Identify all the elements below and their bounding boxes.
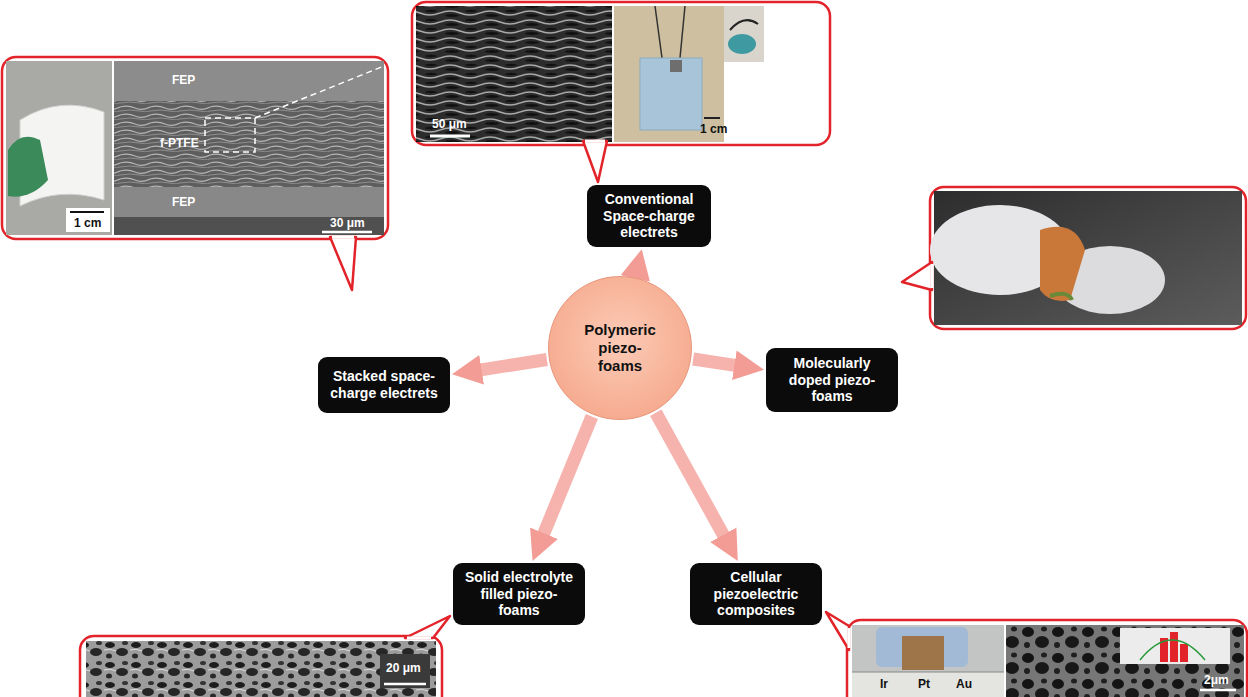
callout-right (902, 187, 1246, 329)
image-label: Au (956, 678, 972, 691)
image-label: FEP (172, 74, 195, 87)
node-label: Solid electrolyte filled piezo-foams (461, 569, 577, 619)
category-box: Molecularly doped piezo-foams (766, 348, 898, 412)
hub-circle: Polymeric piezo-foams (548, 276, 692, 420)
image-label: Ir (880, 678, 888, 691)
category-box: Conventional Space-charge electrets (587, 185, 711, 247)
fat-arrow (693, 359, 738, 366)
callout-bottom-left (80, 616, 450, 697)
callout-top (412, 2, 830, 182)
category-box: Cellular piezoelectric composites (690, 563, 822, 625)
image-label: f-PTFE (160, 137, 199, 150)
image-label: 30 μm (330, 217, 365, 230)
fat-arrow (478, 359, 547, 370)
image-label: 2μm (1204, 674, 1229, 687)
image-label: FEP (172, 196, 195, 209)
category-box: Stacked space-charge electrets (318, 357, 450, 413)
fat-arrow (629, 275, 642, 276)
image-label: 1 cm (74, 217, 101, 230)
node-label: Conventional Space-charge electrets (595, 191, 703, 241)
callout-bottom-right (826, 612, 1247, 697)
image-label: 1 cm (700, 123, 727, 136)
fat-arrow (656, 413, 725, 539)
node-label: Cellular piezoelectric composites (698, 569, 814, 619)
callout-left (2, 57, 388, 290)
node-label: Stacked space-charge electrets (326, 368, 442, 402)
image-label: 20 μm (386, 662, 421, 675)
node-label: Polymeric piezo-foams (579, 321, 661, 375)
image-label: Pt (918, 678, 930, 691)
category-box: Solid electrolyte filled piezo-foams (453, 563, 585, 625)
fat-arrow (542, 416, 591, 536)
node-label: Molecularly doped piezo-foams (774, 355, 890, 405)
image-label: 50 μm (432, 118, 467, 131)
